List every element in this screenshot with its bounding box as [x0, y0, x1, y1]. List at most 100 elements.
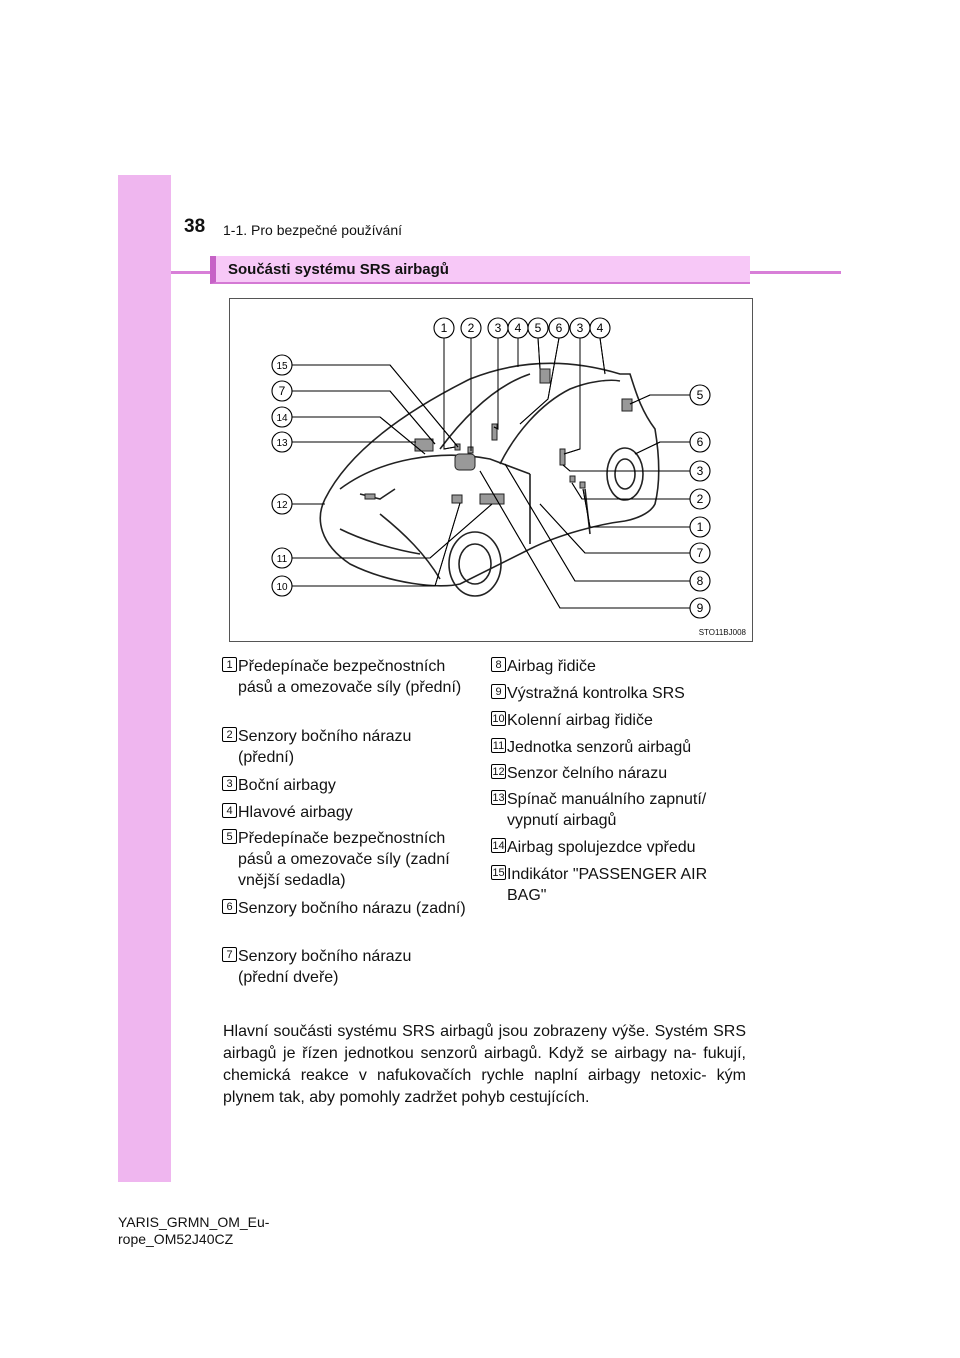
svg-text:4: 4	[597, 321, 604, 335]
callout-marker: 3	[487, 317, 509, 339]
leader-line	[292, 390, 436, 445]
car-outline	[319, 362, 660, 587]
legend-number-badge: 10	[491, 711, 506, 726]
leader-line	[519, 337, 560, 425]
footer-line-2: rope_OM52J40CZ	[118, 1231, 234, 1247]
callout-marker: 9	[689, 597, 711, 619]
svg-text:11: 11	[277, 554, 288, 565]
callout-marker: 4	[507, 317, 529, 339]
legend-item-text: Senzory bočního nárazu (přední dveře)	[238, 948, 412, 986]
svg-text:2: 2	[697, 492, 704, 506]
leader-line	[292, 364, 459, 448]
callout-marker: 1	[689, 516, 711, 538]
callout-marker: 3	[569, 317, 591, 339]
legend-item-text: Kolenní airbag řidiče	[507, 712, 653, 729]
callout-marker: 11	[271, 547, 293, 569]
leader-line	[537, 337, 541, 370]
legend-number-badge: 1	[222, 657, 237, 672]
leader-line	[634, 441, 690, 455]
svg-text:9: 9	[697, 601, 704, 615]
svg-text:8: 8	[697, 574, 704, 588]
leader-line	[504, 463, 690, 582]
callout-marker: 8	[689, 570, 711, 592]
legend-item-text: Předepínače bezpečnostních pásů a omezov…	[238, 830, 450, 889]
page-number: 38	[184, 216, 206, 237]
svg-text:12: 12	[276, 500, 288, 511]
leader-line	[493, 338, 499, 430]
legend-number-badge: 15	[491, 865, 506, 880]
legend-number-badge: 2	[222, 727, 237, 742]
callout-marker: 6	[689, 431, 711, 453]
svg-text:13: 13	[276, 438, 288, 449]
legend-item-text: Indikátor "PASSENGER AIR BAG"	[507, 866, 708, 904]
leader-line	[562, 464, 690, 472]
leader-line	[599, 337, 606, 375]
svg-text:7: 7	[279, 384, 286, 398]
leader-line	[563, 338, 581, 455]
chapter-side-tab	[118, 175, 171, 1182]
section-heading: Součásti systému SRS airbagů	[210, 256, 750, 284]
svg-text:3: 3	[577, 321, 584, 335]
callout-marker: 1	[433, 317, 455, 339]
leader-line	[292, 416, 426, 455]
legend-number-badge: 9	[491, 684, 506, 699]
leader-line	[582, 488, 690, 528]
svg-text:6: 6	[556, 321, 563, 335]
leader-line	[292, 502, 461, 587]
body-paragraph: Hlavní součásti systému SRS airbagů jsou…	[223, 1023, 746, 1106]
legend-number-badge: 3	[222, 776, 237, 791]
leader-lines	[292, 337, 690, 609]
section-title: Součásti systému SRS airbagů	[228, 261, 449, 278]
legend-number-badge: 13	[491, 790, 506, 805]
legend-item-text: Jednotka senzorů airbagů	[507, 739, 692, 756]
svg-text:14: 14	[276, 413, 288, 424]
leader-line	[292, 502, 461, 587]
leader-line	[562, 464, 690, 472]
wheels	[448, 447, 644, 597]
legend-number-badge: 7	[222, 947, 237, 962]
callout-marker: 13	[271, 431, 293, 453]
legend-number-badge: 4	[222, 803, 237, 818]
callout-marker: 7	[689, 542, 711, 564]
legend-item-text: Senzory bočního nárazu (zadní)	[238, 900, 466, 917]
svg-text:4: 4	[515, 321, 522, 335]
svg-text:2: 2	[468, 321, 475, 335]
legend-number-badge: 14	[491, 838, 506, 853]
callout-marker: 14	[271, 406, 293, 428]
legend-item-text: Airbag řidiče	[507, 658, 596, 675]
callout-marker: 5	[689, 384, 711, 406]
legend-item-text: Airbag spolujezdce vpředu	[507, 839, 696, 856]
legend-number-badge: 12	[491, 764, 506, 779]
leader-line	[479, 470, 690, 609]
leader-line	[504, 463, 690, 582]
callout-marker: 2	[460, 317, 482, 339]
leader-line	[571, 482, 690, 500]
legend-number-badge: 6	[222, 899, 237, 914]
callout-marker: 6	[548, 317, 570, 339]
svg-text:15: 15	[276, 361, 288, 372]
leader-line	[443, 338, 456, 450]
svg-text:10: 10	[276, 582, 288, 593]
svg-text:1: 1	[697, 520, 704, 534]
legend-item-text: Spínač manuálního zapnutí/ vypnutí airba…	[507, 791, 707, 829]
leader-line	[634, 441, 690, 455]
figure-code: STO11BJ008	[698, 628, 746, 637]
callout-marker: 12	[271, 493, 293, 515]
callout-marker: 5	[527, 317, 549, 339]
callout-marker: 7	[271, 380, 293, 402]
svg-text:7: 7	[697, 546, 704, 560]
svg-text:3: 3	[697, 464, 704, 478]
svg-text:5: 5	[697, 388, 704, 402]
legend-item-text: Hlavové airbagy	[238, 804, 353, 821]
legend-number-badge: 5	[222, 829, 237, 844]
callout-marker: 3	[689, 460, 711, 482]
svg-text:6: 6	[697, 435, 704, 449]
legend-item-text: Výstražná kontrolka SRS	[507, 685, 685, 702]
leader-line	[292, 503, 493, 559]
legend-number-badge: 8	[491, 657, 506, 672]
footer-line-1: YARIS_GRMN_OM_Eu-	[118, 1214, 270, 1230]
